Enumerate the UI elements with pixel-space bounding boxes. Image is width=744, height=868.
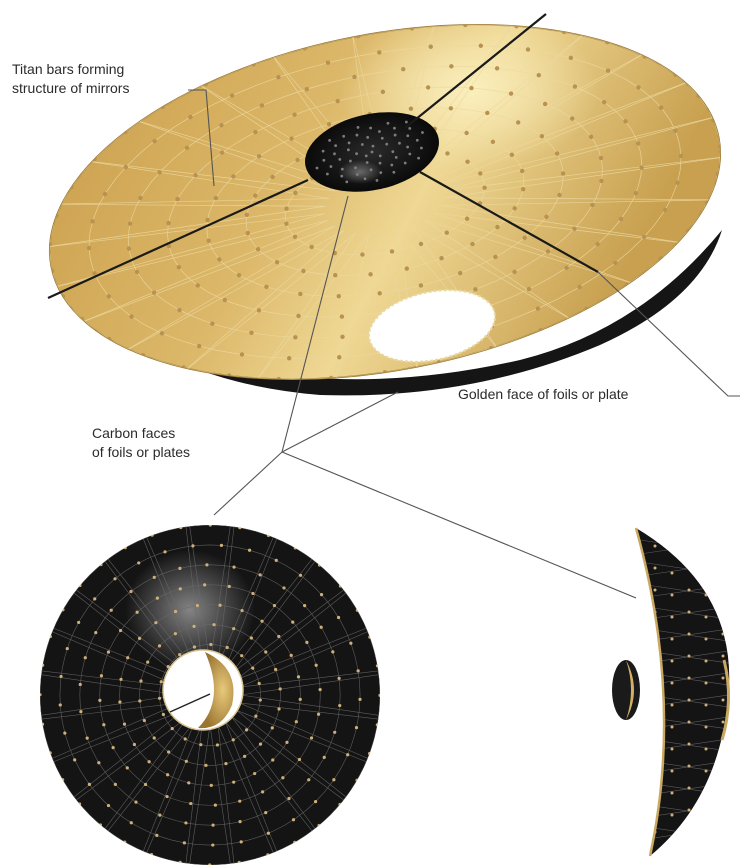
carbon-front-view [38, 523, 381, 866]
carbon-faces-label: Carbon faces of foils or plates [92, 424, 190, 462]
carbon-leader-side [282, 452, 636, 598]
titan-bars-label: Titan bars forming structure of mirrors [12, 60, 129, 98]
golden-face-label: Golden face of foils or plate [458, 385, 628, 404]
carbon-faces-label-line1: Carbon faces [92, 424, 190, 443]
carbon-faces-label-line2: of foils or plates [92, 443, 190, 462]
carbon-leader-rim [282, 392, 398, 452]
side-view-hub [612, 660, 640, 720]
titan-bars-label-line1: Titan bars forming [12, 60, 129, 79]
carbon-side-view [612, 528, 735, 856]
carbon-leader-front [214, 452, 282, 515]
titan-bars-label-line2: structure of mirrors [12, 79, 129, 98]
